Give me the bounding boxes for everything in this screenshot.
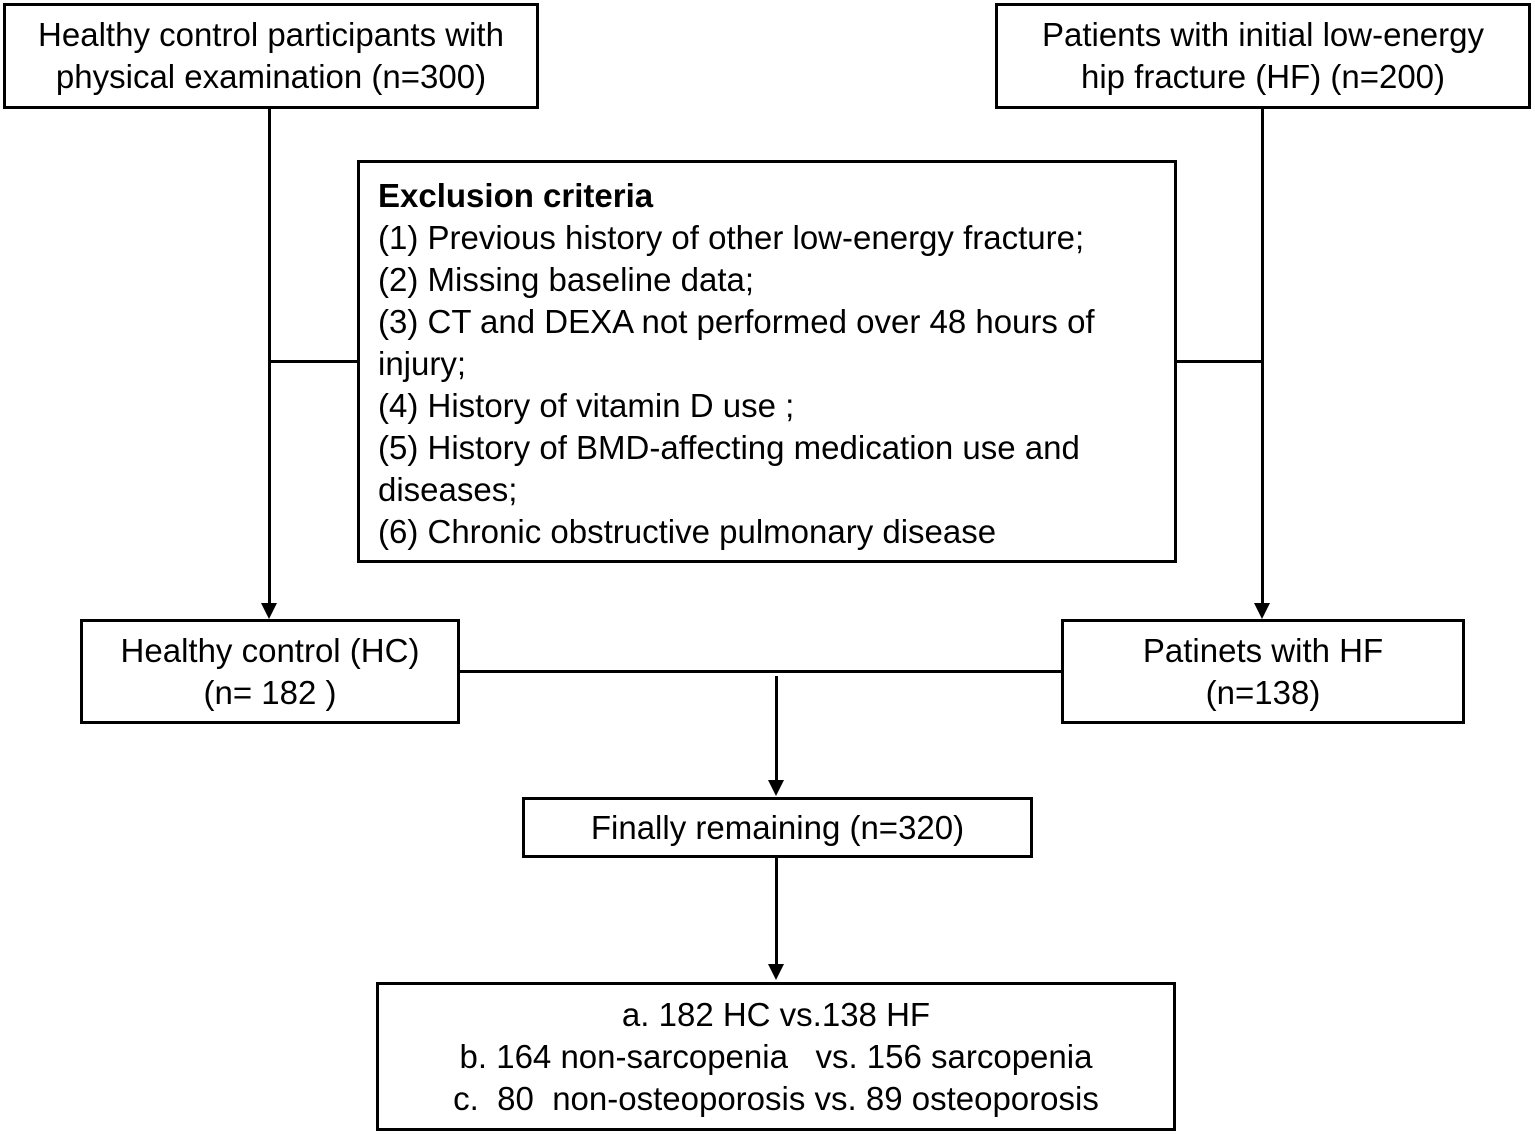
- left-arrowhead: [261, 603, 277, 619]
- exclusion-item: diseases;: [378, 471, 518, 508]
- healthy-control-box: Healthy control (HC) (n= 182 ): [80, 619, 460, 724]
- exclusion-item: (2) Missing baseline data;: [378, 261, 755, 298]
- exclusion-item: (5) History of BMD-affecting medication …: [378, 429, 1080, 466]
- final-arrowhead: [768, 964, 784, 980]
- hip-fracture-patients-line2: hip fracture (HF) (n=200): [1080, 58, 1446, 95]
- comparison-box: a. 182 HC vs.138 HF b. 164 non-sarcopeni…: [376, 982, 1176, 1131]
- merge-down-line: [775, 676, 778, 782]
- right-flow-line: [1261, 109, 1264, 605]
- hip-fracture-patients-line1: Patients with initial low-energy: [1041, 16, 1485, 53]
- hip-fracture-patients-box: Patients with initial low-energy hip fra…: [995, 3, 1531, 109]
- hip-fracture-label: Patinets with HF: [1142, 631, 1384, 669]
- exclusion-item: (6) Chronic obstructive pulmonary diseas…: [378, 513, 997, 550]
- merge-arrowhead: [768, 780, 784, 796]
- healthy-participants-box: Healthy control participants with physic…: [3, 3, 539, 109]
- finally-remaining-box: Finally remaining (n=320): [522, 797, 1033, 858]
- exclusion-item: (4) History of vitamin D use ;: [378, 387, 795, 424]
- right-exclusion-branch: [1176, 360, 1264, 363]
- comparison-a: a. 182 HC vs.138 HF: [621, 995, 931, 1033]
- merge-connector: [459, 670, 1062, 673]
- exclusion-item: (3) CT and DEXA not performed over 48 ho…: [378, 303, 1095, 340]
- final-down-line: [775, 858, 778, 966]
- comparison-c: c. 80 non-osteoporosis vs. 89 osteoporos…: [453, 1079, 1099, 1117]
- healthy-participants-line2: physical examination (n=300): [55, 58, 487, 95]
- healthy-control-label: Healthy control (HC): [120, 631, 420, 669]
- right-arrowhead: [1254, 603, 1270, 619]
- hip-fracture-box: Patinets with HF (n=138): [1061, 619, 1465, 724]
- exclusion-item: injury;: [378, 345, 467, 382]
- hip-fracture-count: (n=138): [1205, 673, 1321, 711]
- healthy-control-count: (n= 182 ): [203, 673, 337, 711]
- left-exclusion-branch: [268, 360, 358, 363]
- left-flow-line: [268, 109, 271, 605]
- healthy-participants-line1: Healthy control participants with: [38, 16, 504, 53]
- comparison-b: b. 164 non-sarcopenia vs. 156 sarcopenia: [459, 1037, 1093, 1075]
- exclusion-criteria-title: Exclusion criteria: [378, 177, 654, 214]
- exclusion-item: (1) Previous history of other low-energy…: [378, 219, 1085, 256]
- finally-remaining-label: Finally remaining (n=320): [590, 808, 965, 846]
- exclusion-criteria-box: Exclusion criteria (1) Previous history …: [357, 160, 1177, 563]
